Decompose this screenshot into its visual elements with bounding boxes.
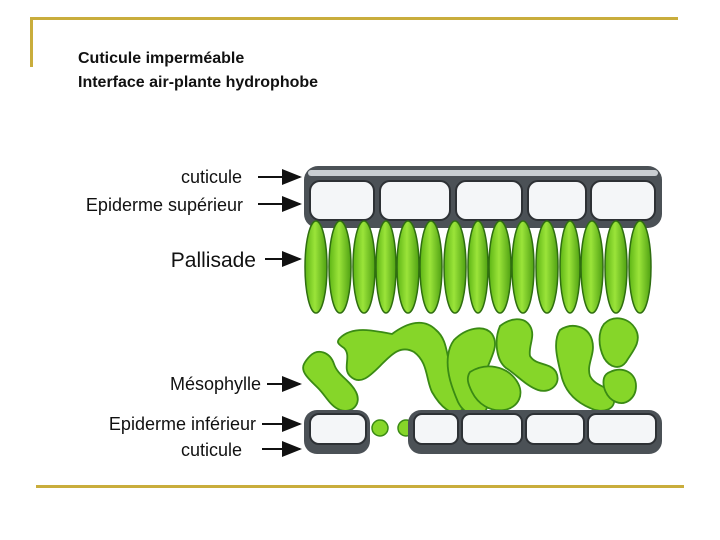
palisade-cell xyxy=(560,221,580,313)
palisade-cell xyxy=(489,221,511,313)
palisade-cell xyxy=(581,221,603,313)
pointer-arrows xyxy=(258,177,300,449)
mesophyll-cell xyxy=(600,318,638,367)
palisade-cell xyxy=(512,221,534,313)
palisade-cell xyxy=(353,221,375,313)
upper-epidermis-cell xyxy=(456,181,522,220)
lower-epidermis-layer xyxy=(304,410,662,454)
spongy-mesophyll-layer xyxy=(303,318,638,415)
upper-epidermis-cell xyxy=(380,181,450,220)
palisade-cell xyxy=(536,221,558,313)
palisade-cell xyxy=(629,221,651,313)
lower-epidermis-cell xyxy=(310,414,366,444)
palisade-cell xyxy=(376,221,396,313)
palisade-cell xyxy=(420,221,442,313)
upper-epidermis-layer xyxy=(304,166,662,228)
palisade-cell xyxy=(329,221,351,313)
palisade-cell xyxy=(605,221,627,313)
upper-epidermis-cell xyxy=(591,181,655,220)
upper-epidermis-cell xyxy=(528,181,586,220)
palisade-cell xyxy=(305,221,327,313)
lower-epidermis-cell xyxy=(588,414,656,444)
upper-epidermis-cell xyxy=(310,181,374,220)
lower-epidermis-cell xyxy=(414,414,458,444)
lower-epidermis-cell xyxy=(462,414,522,444)
palisade-cell xyxy=(444,221,466,313)
guard-cell xyxy=(372,420,388,436)
palisade-cell xyxy=(468,221,488,313)
palisade-cell xyxy=(397,221,419,313)
palisade-layer xyxy=(305,221,651,313)
lower-epidermis-cell xyxy=(526,414,584,444)
